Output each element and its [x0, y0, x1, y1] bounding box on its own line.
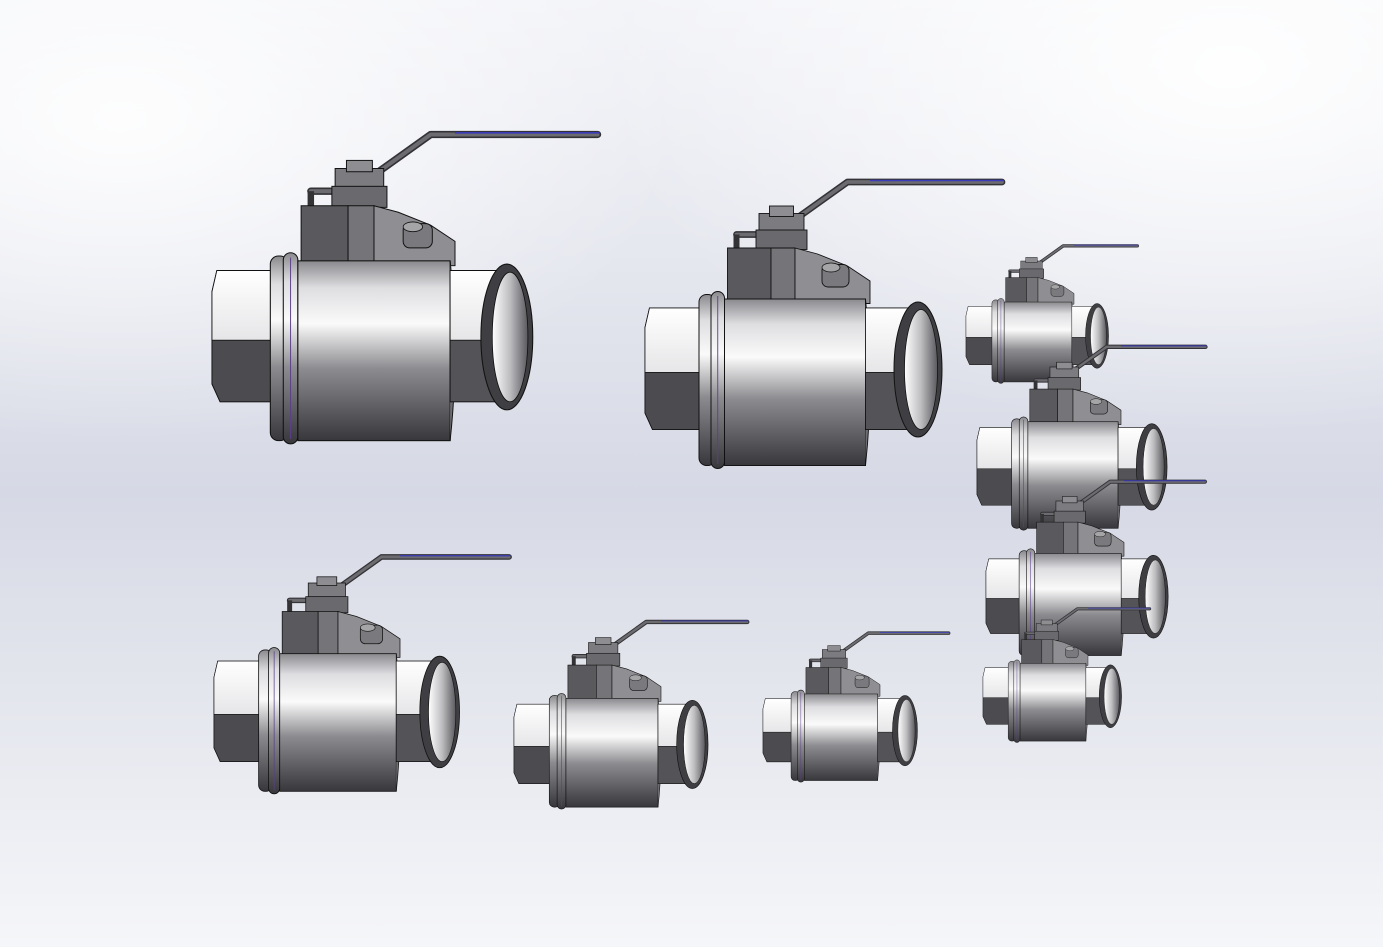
valve-large-1	[212, 133, 599, 444]
valve-medium-3	[761, 630, 952, 784]
valve-medium-2	[514, 621, 748, 809]
valve-tiny-1	[964, 243, 1140, 386]
valve-medium-1	[214, 556, 510, 794]
valve-large-2	[645, 181, 1004, 469]
